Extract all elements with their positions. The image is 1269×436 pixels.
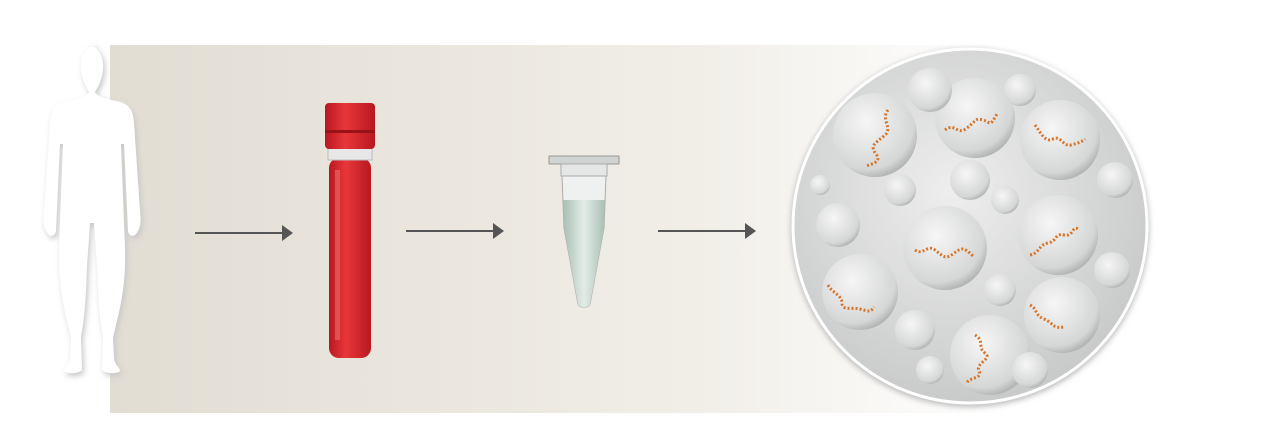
droplet-dna-magnified-icon <box>791 47 1149 407</box>
microcentrifuge-tube-icon <box>548 155 620 308</box>
bubbles <box>810 68 1133 395</box>
arrow-1 <box>195 225 293 241</box>
human-silhouette-icon <box>43 44 143 377</box>
arrow-2 <box>406 223 504 239</box>
arrow-3 <box>658 223 756 239</box>
dna-strand-icons <box>826 109 1087 384</box>
blood-collection-tube-icon <box>325 103 375 358</box>
